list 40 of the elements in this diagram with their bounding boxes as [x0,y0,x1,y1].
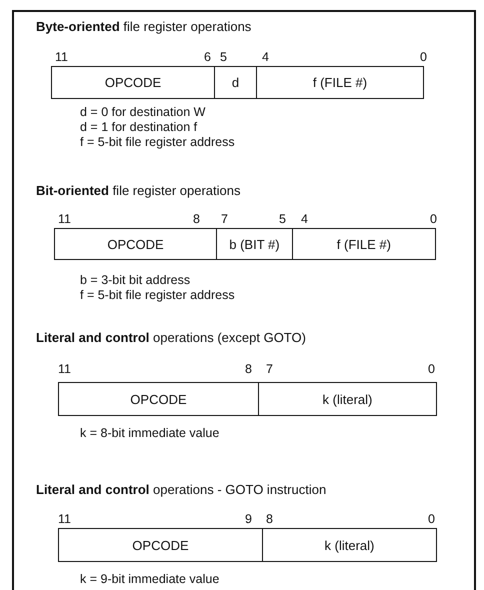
bit-number: 7 [266,362,273,377]
bit-number: 11 [58,512,71,527]
bit-field: OPCODE [59,383,258,415]
bit-field: d [214,67,256,98]
bit-number: 11 [58,362,71,377]
bit-number: 0 [428,362,435,377]
section-heading: Literal and control operations (except GOTO) [36,330,306,345]
bit-field: k (literal) [258,383,436,415]
bit-number: 11 [58,212,71,227]
field-note: f = 5-bit file register address [80,135,235,150]
field-note: k = 8-bit immediate value [80,426,220,441]
bit-number: 7 [221,212,228,227]
bit-number: 9 [245,512,252,527]
bit-number: 4 [262,50,269,65]
bit-number: 4 [301,212,308,227]
bit-field: k (literal) [262,529,436,561]
bit-number: 0 [428,512,435,527]
bit-field: f (FILE #) [292,229,435,259]
section-heading: Bit-oriented file register operations [36,183,240,198]
bit-number: 8 [193,212,200,227]
bit-number: 5 [279,212,286,227]
field-note: d = 1 for destination f [80,120,198,135]
bit-field: b (BIT #) [216,229,292,259]
bit-number: 8 [266,512,273,527]
field-note: d = 0 for destination W [80,105,206,120]
bit-number: 0 [430,212,437,227]
bit-number: 5 [220,50,227,65]
bit-number: 0 [420,50,427,65]
field-note: k = 9-bit immediate value [80,572,220,587]
field-note: b = 3-bit bit address [80,273,190,288]
bit-number: 11 [55,50,68,65]
bit-number: 6 [204,50,211,65]
bit-field: OPCODE [59,529,262,561]
bit-field: OPCODE [55,229,216,259]
bit-number: 8 [245,362,252,377]
bit-field: f (FILE #) [256,67,423,98]
field-note: f = 5-bit file register address [80,288,235,303]
bit-field: OPCODE [52,67,214,98]
section-heading: Literal and control operations - GOTO instruction [36,482,326,497]
section-heading: Byte-oriented file register operations [36,19,252,34]
